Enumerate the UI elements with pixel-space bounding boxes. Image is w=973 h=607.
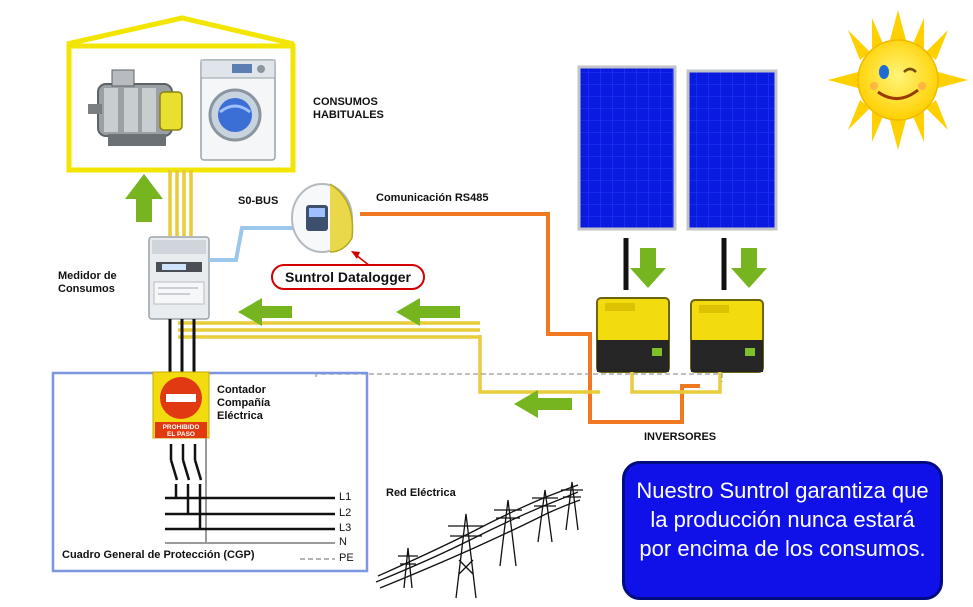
left-flow-arrow — [238, 298, 292, 326]
medidor-label-line: Consumos — [58, 283, 115, 295]
s0-bus-label: S0-BUS — [238, 195, 279, 207]
busbar-label-l1: L1 — [339, 491, 352, 503]
prohibido-text: PROHIBIDO — [163, 424, 200, 431]
cgp-label: Cuadro General de Protección (CGP) — [62, 549, 255, 561]
datalogger-label: Suntrol Datalogger — [271, 264, 425, 290]
rs485-label: Comunicación RS485 — [376, 192, 489, 204]
contador-label: Contador Compañía Eléctrica — [217, 384, 270, 423]
busbar-label-l2: L2 — [339, 507, 352, 519]
busbars — [165, 496, 335, 560]
no-entry-sign-icon — [152, 371, 210, 439]
busbar-label-pe: PE — [339, 552, 354, 564]
solar-panel-icon — [577, 65, 677, 231]
house-feed-lines — [168, 170, 193, 236]
breaker-switches — [169, 444, 203, 528]
washing-machine-icon — [200, 59, 276, 161]
medidor-label: Medidor de Consumos — [58, 270, 117, 296]
red-electrica-label: Red Eléctrica — [386, 487, 456, 499]
electric-motor-icon — [88, 69, 183, 146]
down-flow-arrow — [630, 248, 666, 288]
solar-inverter-icon — [596, 297, 670, 373]
solar-panel-icon — [686, 69, 778, 231]
smiling-sun-icon — [828, 10, 968, 150]
pe-dashed-line — [315, 373, 723, 382]
guarantee-message: Nuestro Suntrol garantiza que la producc… — [636, 478, 929, 561]
left-flow-arrow — [514, 390, 572, 418]
left-flow-arrow — [396, 298, 460, 326]
meter-output-lines — [168, 319, 196, 378]
datalogger-device-icon — [291, 183, 354, 253]
up-flow-arrow — [125, 174, 163, 222]
energy-meter-icon — [148, 236, 210, 320]
guarantee-message-box: Nuestro Suntrol garantiza que la producc… — [622, 461, 943, 600]
busbar-label-n: N — [339, 536, 347, 548]
solar-inverter-icon — [690, 299, 764, 373]
consumos-label-line: CONSUMOS — [313, 96, 378, 108]
consumos-label-line: HABITUALES — [313, 109, 384, 121]
cgp-enclosure — [51, 371, 369, 573]
down-flow-arrow — [731, 248, 767, 288]
inverter-ac-lines — [178, 321, 722, 394]
busbar-label-l3: L3 — [339, 522, 352, 534]
contador-label-line: Contador — [217, 384, 266, 396]
s0-bus-cable — [209, 226, 296, 262]
prohibido-text: EL PASO — [167, 431, 195, 438]
contador-label-line: Eléctrica — [217, 410, 263, 422]
panel-dc-wires — [623, 238, 727, 290]
consumos-label: CONSUMOS HABITUALES — [313, 96, 384, 122]
power-pylon-icon — [375, 481, 583, 599]
contador-label-line: Compañía — [217, 397, 271, 409]
house-outline — [66, 15, 296, 173]
medidor-label-line: Medidor de — [58, 270, 117, 282]
inversores-label: INVERSORES — [644, 431, 717, 443]
